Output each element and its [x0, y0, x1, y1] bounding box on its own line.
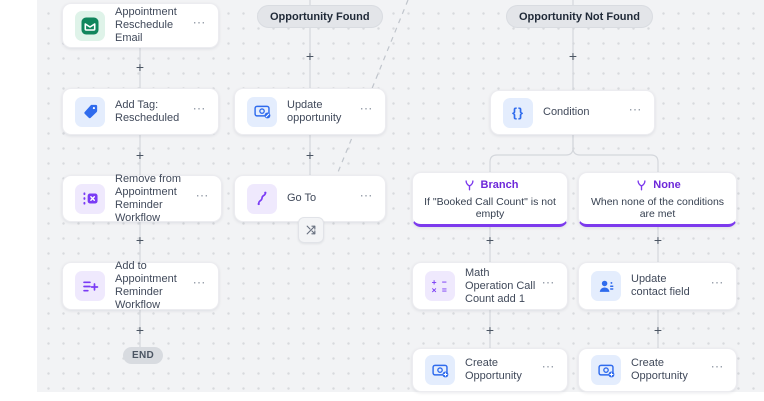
- more-button[interactable]: ⋯: [628, 101, 642, 117]
- node-update-opportunity[interactable]: Update opportunity ⋯: [234, 88, 386, 135]
- create-opportunity-icon: [425, 355, 455, 385]
- math-operation-icon: + −× =: [425, 271, 455, 301]
- branch-fork-icon: [637, 179, 646, 190]
- node-title: Remove from Appointment Reminder Workflo…: [115, 172, 182, 224]
- node-add-tag-rescheduled[interactable]: Add Tag: Rescheduled ⋯: [62, 88, 219, 135]
- node-title: Update contact field: [631, 273, 690, 298]
- update-opportunity-icon: [247, 96, 277, 127]
- remove-from-workflow-icon: [75, 183, 105, 214]
- more-button[interactable]: ⋯: [359, 187, 373, 203]
- branch-label: None: [653, 179, 681, 191]
- branch-pill-opportunity-found[interactable]: Opportunity Found: [257, 5, 383, 28]
- node-go-to[interactable]: Go To ⋯: [234, 175, 386, 222]
- node-title: Condition: [543, 106, 590, 118]
- node-title: Add to Appointment Reminder Workflow: [115, 260, 177, 311]
- branch-pill-opportunity-not-found[interactable]: Opportunity Not Found: [506, 5, 653, 28]
- node-math-operation[interactable]: + −× = Math Operation Call Count add 1 ⋯: [412, 262, 568, 310]
- end-marker: END: [122, 347, 164, 364]
- create-opportunity-icon: [591, 355, 621, 385]
- branch-card-header: None: [634, 178, 681, 193]
- branch-description: When none of the conditions are met: [590, 195, 725, 220]
- node-condition[interactable]: {} Condition ⋯: [490, 90, 655, 135]
- add-step-button[interactable]: +: [135, 59, 145, 75]
- update-contact-icon: [591, 271, 621, 301]
- more-button[interactable]: ⋯: [192, 275, 206, 290]
- add-step-button[interactable]: +: [135, 147, 145, 163]
- more-button[interactable]: ⋯: [195, 187, 209, 203]
- go-to-icon: [247, 183, 277, 214]
- branch-description: If "Booked Call Count" is not empty: [424, 195, 556, 220]
- jump-arrows-icon: [306, 225, 316, 235]
- add-step-button[interactable]: +: [653, 322, 663, 338]
- branch-pill-label: Opportunity Found: [270, 10, 370, 23]
- node-update-contact-field[interactable]: Update contact field ⋯: [578, 262, 737, 310]
- add-step-button[interactable]: +: [485, 232, 495, 248]
- node-remove-from-workflow[interactable]: Remove from Appointment Reminder Workflo…: [62, 172, 222, 224]
- node-title: Add Tag: Rescheduled: [115, 98, 180, 124]
- more-button[interactable]: ⋯: [710, 359, 724, 374]
- more-button[interactable]: ⋯: [541, 275, 555, 290]
- go-to-target-handle[interactable]: [298, 217, 324, 243]
- branch-card-none[interactable]: None When none of the conditions are met: [578, 172, 737, 227]
- node-title: Create Opportunity: [631, 357, 688, 382]
- tag-icon: [75, 96, 105, 127]
- branch-card-branch[interactable]: Branch If "Booked Call Count" is not emp…: [412, 172, 568, 227]
- branch-fork-icon: [464, 179, 474, 190]
- add-step-button[interactable]: +: [135, 232, 145, 248]
- add-to-workflow-icon: [75, 271, 105, 301]
- add-step-button[interactable]: +: [653, 232, 663, 248]
- add-step-button[interactable]: +: [135, 322, 145, 338]
- node-title: Go To: [287, 192, 317, 204]
- add-step-button[interactable]: +: [568, 48, 578, 64]
- node-appointment-reschedule-email[interactable]: Appointment Reschedule Email ⋯: [62, 3, 219, 48]
- more-button[interactable]: ⋯: [541, 359, 555, 374]
- node-add-to-workflow[interactable]: Add to Appointment Reminder Workflow ⋯: [62, 260, 219, 311]
- node-create-opportunity-right[interactable]: Create Opportunity ⋯: [578, 348, 737, 392]
- more-button[interactable]: ⋯: [192, 14, 206, 30]
- node-title: Appointment Reschedule Email: [115, 6, 177, 44]
- branch-pill-label: Opportunity Not Found: [519, 10, 640, 23]
- node-create-opportunity-left[interactable]: Create Opportunity ⋯: [412, 348, 568, 392]
- condition-icon: {}: [503, 97, 533, 128]
- add-step-button[interactable]: +: [305, 48, 315, 64]
- more-button[interactable]: ⋯: [192, 100, 206, 116]
- branch-card-header: Branch: [462, 178, 519, 193]
- add-step-button[interactable]: +: [305, 147, 315, 163]
- node-title: Update opportunity: [287, 98, 342, 124]
- more-button[interactable]: ⋯: [359, 100, 373, 116]
- branch-label: Branch: [480, 179, 519, 191]
- add-step-button[interactable]: +: [485, 322, 495, 338]
- more-button[interactable]: ⋯: [710, 275, 724, 290]
- email-icon: [75, 10, 105, 41]
- node-title: Math Operation Call Count add 1: [465, 266, 536, 305]
- node-title: Create Opportunity: [465, 357, 522, 382]
